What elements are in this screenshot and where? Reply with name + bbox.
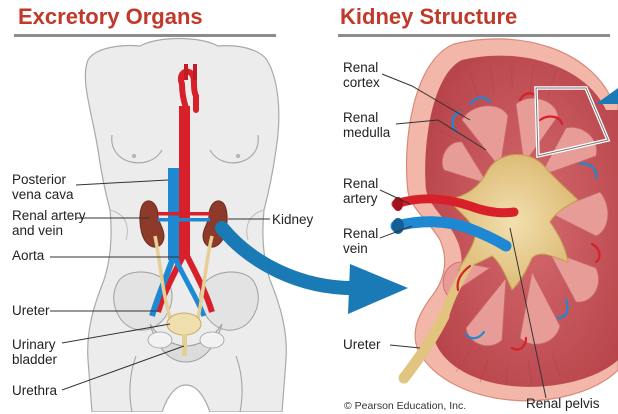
label-ureter-left: Ureter bbox=[12, 303, 50, 318]
label-renal-artery-vein-line2: and vein bbox=[12, 223, 63, 238]
label-urinary-bladder-line2: bladder bbox=[12, 352, 57, 367]
label-renal-pelvis: Renal pelvis bbox=[526, 396, 600, 411]
label-aorta: Aorta bbox=[12, 248, 44, 263]
label-renal-vein-line2: vein bbox=[343, 241, 368, 256]
label-renal-artery-line2: artery bbox=[343, 191, 378, 206]
label-urethra: Urethra bbox=[12, 383, 57, 398]
label-renal-cortex-line2: cortex bbox=[343, 75, 380, 90]
label-renal-cortex-line1: Renal bbox=[343, 60, 378, 75]
label-renal-vein-line1: Renal bbox=[343, 226, 378, 241]
label-renal-artery-line1: Renal bbox=[343, 176, 378, 191]
label-ureter-right: Ureter bbox=[343, 337, 381, 352]
kidney-cross-section bbox=[392, 39, 618, 401]
label-kidney: Kidney bbox=[272, 212, 313, 227]
label-urinary-bladder-line1: Urinary bbox=[12, 337, 56, 352]
label-posterior-vena-cava-line1: Posterior bbox=[12, 172, 66, 187]
label-renal-artery-vein-line1: Renal artery bbox=[12, 208, 86, 223]
label-renal-medulla-line1: Renal bbox=[343, 110, 378, 125]
label-renal-medulla-line2: medulla bbox=[343, 125, 390, 140]
label-posterior-vena-cava-line2: vena cava bbox=[12, 187, 74, 202]
